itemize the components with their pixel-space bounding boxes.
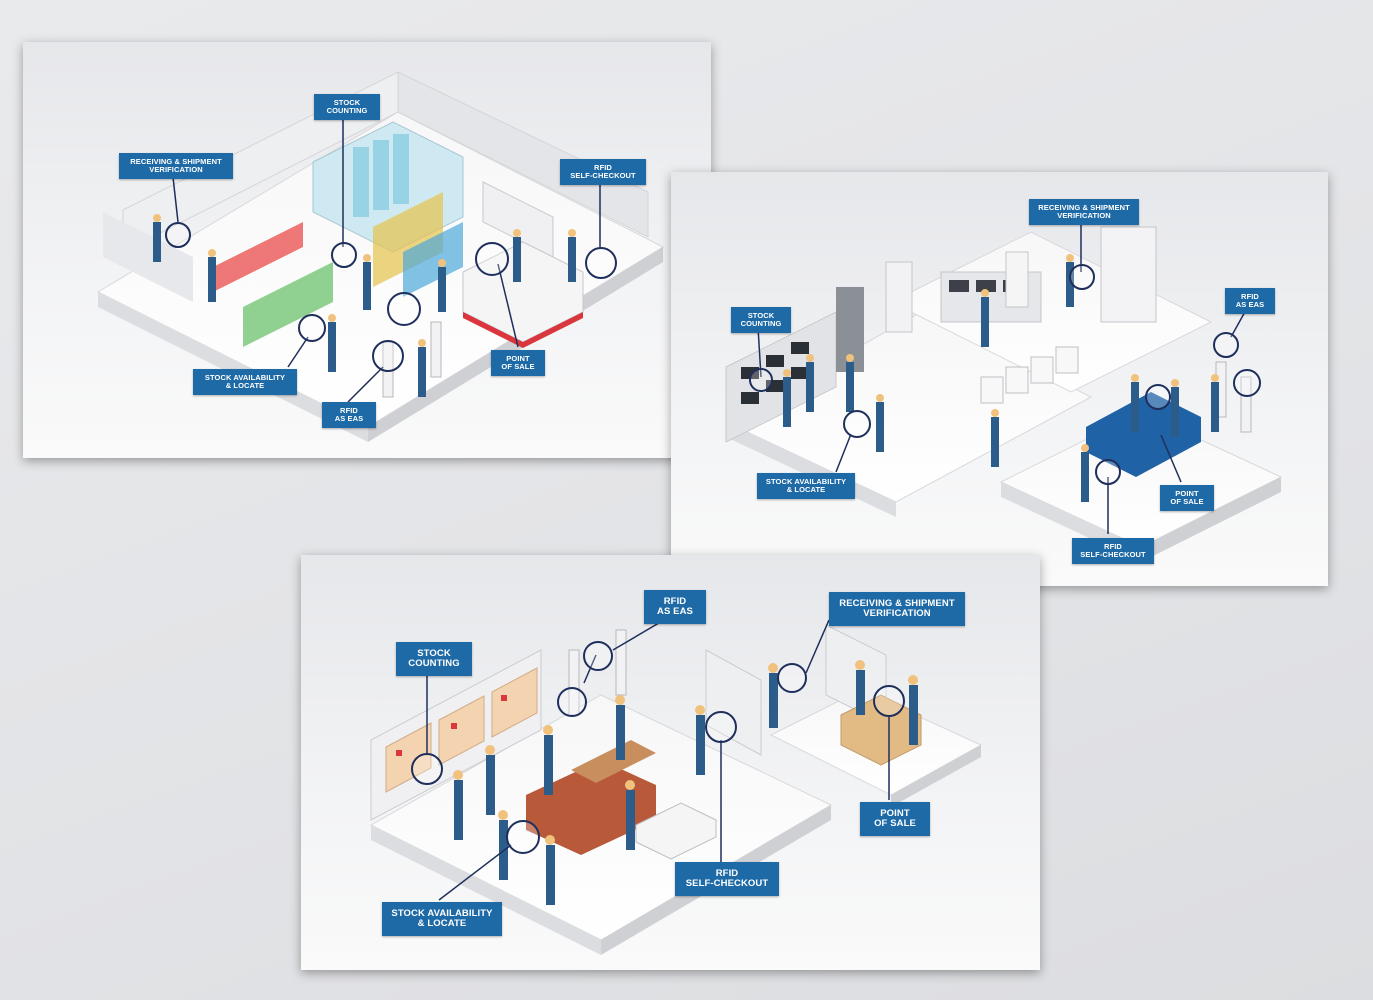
hotspot-self-checkout: [705, 711, 737, 743]
label-point-of-sale: POINT OF SALE: [491, 350, 545, 376]
hotspot-stock-availability: [506, 820, 540, 854]
hotspot-stock-counting: [411, 753, 443, 785]
hotspot-rfid-eas-lower: [1233, 369, 1261, 397]
label-rfid-as-eas: RFID AS EAS: [1225, 288, 1275, 314]
label-rfid-self-checkout: RFID SELF-CHECKOUT: [1072, 538, 1154, 564]
hotspot-stock-availability: [298, 314, 326, 342]
hardware-store-panel: RFID AS EAS RECEIVING & SHIPMENT VERIFIC…: [301, 555, 1040, 970]
label-stock-availability: STOCK AVAILABILITY & LOCATE: [382, 902, 502, 936]
label-stock-counting: STOCK COUNTING: [314, 94, 380, 120]
label-rfid-self-checkout: RFID SELF-CHECKOUT: [675, 862, 779, 896]
label-receiving-shipment: RECEIVING & SHIPMENT VERIFICATION: [1029, 199, 1139, 225]
label-receiving-shipment: RECEIVING & SHIPMENT VERIFICATION: [119, 153, 233, 179]
label-stock-counting: STOCK COUNTING: [731, 307, 791, 333]
hotspot-receiving: [1069, 264, 1095, 290]
hotspot-stock-counting: [749, 368, 773, 392]
label-stock-availability: STOCK AVAILABILITY & LOCATE: [757, 473, 855, 499]
label-point-of-sale: POINT OF SALE: [1160, 485, 1214, 511]
grocery-store-panel: STOCK COUNTING RECEIVING & SHIPMENT VERI…: [23, 42, 711, 458]
label-point-of-sale: POINT OF SALE: [860, 802, 930, 836]
hotspot-self-checkout: [1095, 459, 1121, 485]
hotspot-rfid-eas-lower: [557, 687, 587, 717]
hotspot-self-checkout: [585, 247, 617, 279]
hotspot-point-of-sale: [873, 685, 905, 717]
hotspot-stock-counting: [331, 242, 357, 268]
label-rfid-as-eas: RFID AS EAS: [644, 590, 706, 624]
hotspot-receiving: [165, 222, 191, 248]
label-rfid-as-eas: RFID AS EAS: [322, 402, 376, 428]
hotspot-rfid-eas-lower: [372, 340, 404, 372]
electronics-store-panel: RECEIVING & SHIPMENT VERIFICATION STOCK …: [671, 172, 1328, 586]
hotspot-rfid-eas-upper: [583, 641, 613, 671]
hotspot-stock-availability: [843, 410, 871, 438]
label-stock-counting: STOCK COUNTING: [396, 642, 472, 676]
hotspot-point-of-sale: [475, 242, 509, 276]
hotspot-rfid-eas-upper: [1213, 332, 1239, 358]
electronics-store-illustration: [724, 224, 1283, 562]
hotspot-point-of-sale: [1145, 384, 1171, 410]
hotspot-rfid-eas-upper: [387, 292, 421, 326]
hotspot-receiving: [777, 663, 807, 693]
label-rfid-self-checkout: RFID SELF-CHECKOUT: [560, 159, 646, 185]
label-receiving-shipment: RECEIVING & SHIPMENT VERIFICATION: [829, 592, 965, 626]
hardware-store-illustration: [369, 616, 983, 955]
label-stock-availability: STOCK AVAILABILITY & LOCATE: [193, 369, 297, 395]
